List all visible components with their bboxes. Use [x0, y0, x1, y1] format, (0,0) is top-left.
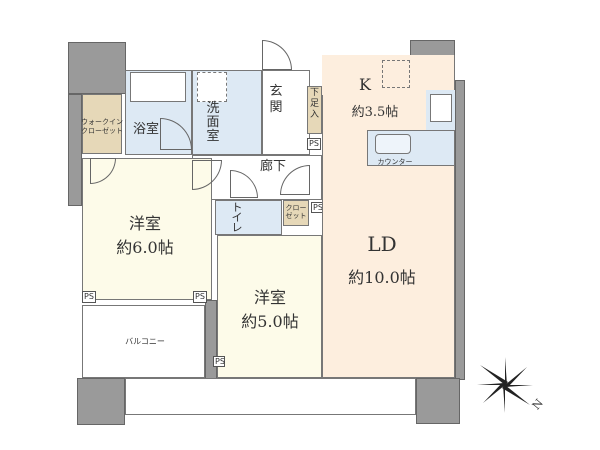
entrance	[262, 70, 310, 155]
western-room-5-name: 洋室	[253, 288, 286, 307]
closet	[283, 200, 309, 226]
ld-size: 約10.0帖	[348, 268, 416, 287]
ld-name: LD	[367, 232, 397, 256]
ps-label: PS	[193, 291, 207, 303]
toilet-label: トイレ	[231, 201, 243, 234]
ps-label: PS	[307, 138, 321, 150]
kitchen-name: K	[359, 75, 371, 94]
western-room-5	[217, 235, 322, 378]
front-door[interactable]	[262, 40, 292, 70]
ps-label: PS	[82, 291, 96, 303]
toilet	[215, 200, 282, 235]
wall	[205, 300, 217, 380]
balcony-label: バルコニー	[125, 337, 165, 346]
walkin-closet-label: ウォークイン クローゼット	[81, 118, 123, 135]
western-room-5-size: 約5.0帖	[241, 312, 299, 331]
bathtub	[130, 72, 186, 102]
western-room-6-name: 洋室	[128, 214, 161, 233]
counter-label: カウンター	[377, 158, 413, 166]
wall	[77, 378, 125, 425]
washroom-label: 洗面室	[206, 101, 220, 144]
walkin-closet	[82, 94, 122, 154]
ps-label: PS	[213, 356, 225, 367]
wall	[416, 378, 460, 424]
kitchen-size: 約3.5帖	[351, 105, 399, 120]
hallway-label: 廊下	[259, 159, 286, 174]
shoe-storage	[307, 86, 322, 134]
stove-icon	[430, 94, 452, 122]
closet-label: クローゼット	[285, 204, 307, 220]
range-hood	[382, 60, 410, 88]
wall	[455, 80, 465, 380]
wall	[68, 94, 82, 206]
kitchen-area	[322, 55, 410, 95]
shoe-storage-label: 下足入	[309, 88, 319, 120]
lower-balcony	[125, 378, 416, 415]
balcony	[82, 305, 205, 378]
sink-icon	[375, 134, 411, 154]
bath-label: 浴室	[132, 122, 159, 137]
western-room-6-size: 約6.0帖	[116, 238, 174, 257]
wall	[68, 42, 126, 94]
western-room-6	[82, 158, 212, 300]
entrance-label: 玄関	[269, 84, 283, 115]
washer-space	[197, 72, 227, 102]
compass-icon	[477, 357, 533, 413]
